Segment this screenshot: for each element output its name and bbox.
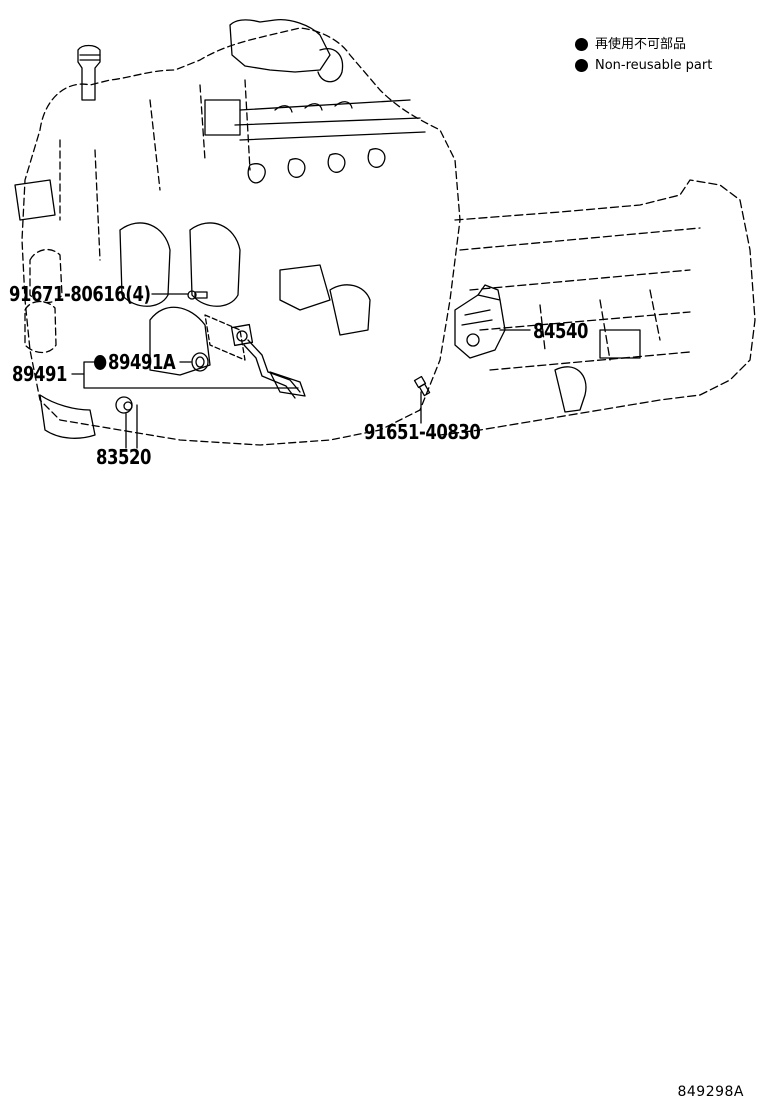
engine-outline	[21, 27, 461, 446]
legend-row-jp: 再使用不可部品	[575, 34, 712, 55]
part-number: 91651-40830	[364, 420, 481, 444]
callout-89491[interactable]: 89491	[12, 363, 67, 385]
callout-84540[interactable]: 84540	[533, 320, 588, 342]
filled-circle-icon	[575, 38, 588, 51]
bolt-91651-40830	[413, 375, 431, 397]
callout-83520[interactable]: 83520	[96, 446, 151, 468]
seal-89491A	[191, 352, 209, 372]
transmission-outline	[439, 179, 756, 436]
filled-circle-icon	[575, 59, 588, 72]
bolt-91671-80616	[187, 290, 208, 300]
non-reusable-icon	[94, 355, 107, 370]
part-number: 83520	[96, 445, 152, 469]
callout-89491A[interactable]: 89491A	[94, 350, 176, 374]
sensor-83520	[115, 396, 133, 414]
callout-91651-40830[interactable]: 91651-40830	[364, 420, 481, 444]
transmission-details	[554, 329, 641, 413]
legend-row-en: Non-reusable part	[575, 55, 712, 76]
part-number: 89491A	[107, 350, 176, 374]
sensor-89491	[204, 314, 306, 399]
callout-91671-80616[interactable]: 91671-80616(4)	[9, 283, 151, 305]
part-number: 91671-80616(4)	[9, 282, 151, 306]
legend-label-jp: 再使用不可部品	[595, 37, 687, 52]
diagram-id: 849298A	[677, 1084, 744, 1100]
switch-84540	[454, 284, 506, 359]
engine-details	[14, 19, 426, 439]
legend: 再使用不可部品 Non-reusable part	[575, 34, 712, 76]
part-number: 89491	[12, 362, 68, 386]
part-number: 84540	[533, 319, 589, 343]
legend-label-en: Non-reusable part	[595, 58, 713, 73]
